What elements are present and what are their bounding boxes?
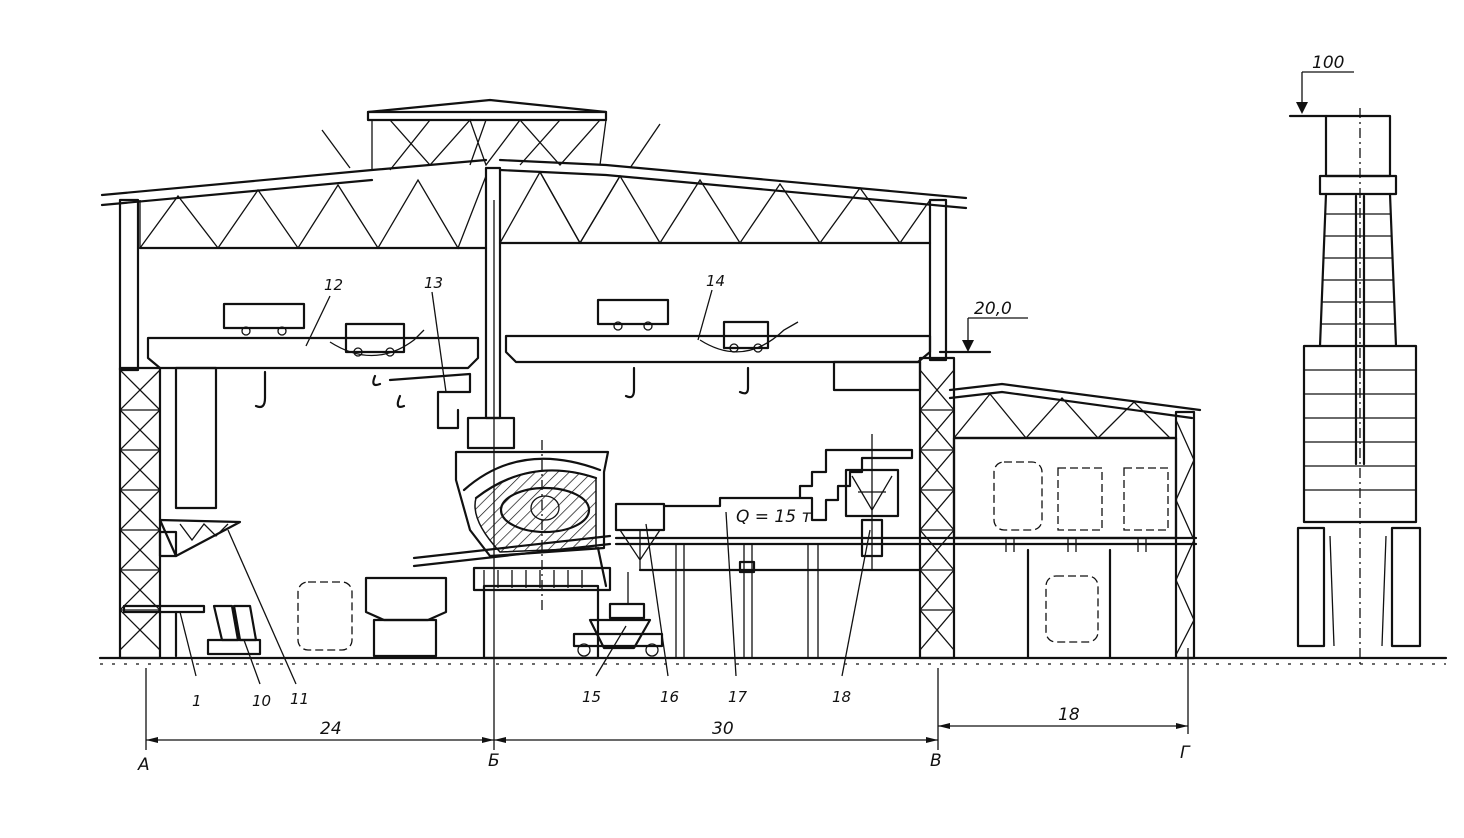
axis-labels: А Б В Г xyxy=(137,743,1191,775)
axis-g: Г xyxy=(1180,743,1191,763)
label-12: 12 xyxy=(324,276,343,294)
ground xyxy=(98,656,1448,665)
label-17: 17 xyxy=(728,688,748,706)
label-13: 13 xyxy=(424,274,443,292)
elevation-mark-stack: 100 xyxy=(1288,53,1354,118)
label-1: 1 xyxy=(192,692,202,710)
callout-leaders xyxy=(179,289,871,685)
dimension-lines: 24 30 18 xyxy=(145,200,1189,750)
label-18: 18 xyxy=(832,688,851,706)
dimension-span-2: 30 xyxy=(712,719,734,739)
axis-a: А xyxy=(137,755,150,775)
arc-furnace xyxy=(412,440,612,660)
roof-trusses xyxy=(100,98,968,250)
label-10: 10 xyxy=(252,692,271,710)
crane-girders xyxy=(146,298,932,510)
label-15: 15 xyxy=(582,688,601,706)
chimney xyxy=(1296,108,1422,664)
label-11: 11 xyxy=(290,690,309,708)
elevation-mark-crane: 20,0 xyxy=(938,299,1028,354)
dimension-span-1: 24 xyxy=(320,719,342,739)
label-14: 14 xyxy=(706,272,725,290)
ladle-car xyxy=(572,572,664,657)
callout-labels: 12 13 14 1 10 11 15 16 17 18 xyxy=(192,272,851,710)
crane-capacity-text: Q = 15 т xyxy=(736,507,812,527)
work-platform xyxy=(614,434,1198,658)
axis-v: В xyxy=(930,751,942,771)
elevation-crane-text: 20,0 xyxy=(974,299,1012,319)
dimension-span-3: 18 xyxy=(1058,705,1080,725)
axis-b: Б xyxy=(488,751,500,771)
annex-bay xyxy=(948,382,1202,660)
building-columns xyxy=(118,166,1196,660)
left-bay-equipment xyxy=(122,518,448,658)
elevation-stack-text: 100 xyxy=(1312,53,1344,73)
label-16: 16 xyxy=(660,688,679,706)
